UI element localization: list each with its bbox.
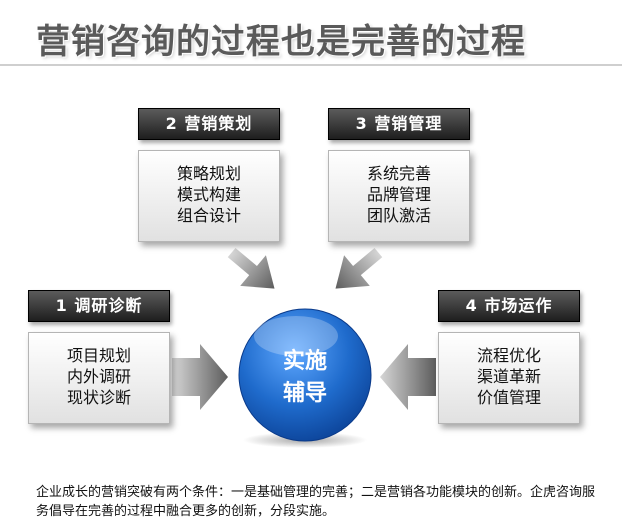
box4-item: 流程优化 <box>476 346 541 365</box>
box1-header: 1 调研诊断 <box>28 290 170 322</box>
box3-item: 团队激活 <box>366 206 431 225</box>
box1-item: 项目规划 <box>66 346 131 365</box>
arrow-top-right <box>335 247 383 289</box>
box2-item: 模式构建 <box>176 185 241 204</box>
box3-body: 系统完善 品牌管理 团队激活 <box>328 150 470 242</box>
box4-body: 流程优化 渠道革新 价值管理 <box>438 332 580 424</box>
arrow-top-left <box>227 247 275 289</box>
center-sphere <box>238 308 372 442</box>
center-label-line2: 辅导 <box>283 380 327 406</box>
box3-header: 3 营销管理 <box>328 108 470 140</box>
page-title: 营销咨询的过程也是完善的过程 <box>36 22 526 62</box>
box1-item: 现状诊断 <box>66 388 131 407</box>
box2-item: 组合设计 <box>176 206 241 225</box>
box4-item: 渠道革新 <box>476 367 541 386</box>
sphere-highlight <box>254 316 338 356</box>
box1-item: 内外调研 <box>66 367 131 386</box>
box2-item: 策略规划 <box>176 164 241 183</box>
arrow-left <box>172 344 228 410</box>
box3-item: 系统完善 <box>366 164 431 183</box>
center-label-line1: 实施 <box>283 348 327 374</box>
footer-description: 企业成长的营销突破有两个条件：一是基础管理的完善；二是营销各功能模块的创新。企虎… <box>36 485 596 519</box>
box3-item: 品牌管理 <box>366 185 431 204</box>
box2-header: 2 营销策划 <box>138 108 280 140</box>
title-divider <box>0 64 622 66</box>
box1-body: 项目规划 内外调研 现状诊断 <box>28 332 170 424</box>
box2-body: 策略规划 模式构建 组合设计 <box>138 150 280 242</box>
arrow-right <box>380 344 436 410</box>
box4-header: 4 市场运作 <box>438 290 580 322</box>
box4-item: 价值管理 <box>476 388 541 407</box>
